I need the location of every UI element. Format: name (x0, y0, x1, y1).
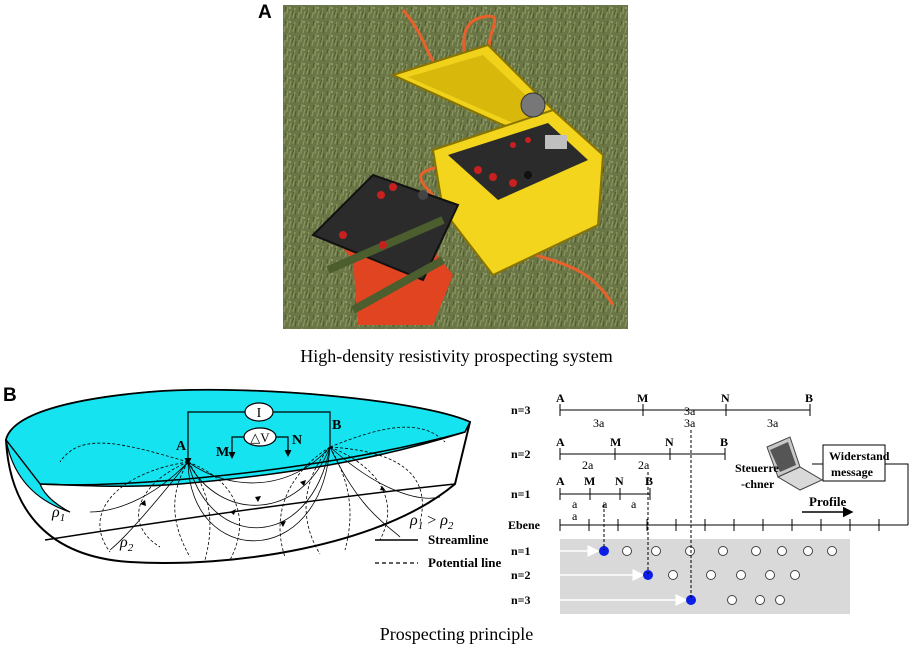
prospecting-diagram: I △V A M N B ρ1 ρ2 ρ1 > ρ2 Streamline Po… (0, 372, 913, 622)
electrode-arrangement: n=3 A M N B 3a 3a 3a n=2 A M N B 2a 2a n… (508, 391, 909, 614)
level-n2-label: n=2 (511, 568, 531, 582)
pending-point (718, 546, 728, 556)
n3-electrode-a: A (556, 391, 565, 405)
measured-point (599, 546, 609, 556)
computer-label-1: Steuerre (735, 461, 779, 475)
pending-point (765, 570, 775, 580)
laptop-icon (766, 436, 824, 491)
prospecting-diagram-svg: I △V A M N B ρ1 ρ2 ρ1 > ρ2 Streamline Po… (4, 388, 909, 614)
pending-point (727, 595, 737, 605)
n3-spacing-3: 3a (767, 416, 779, 430)
electrode-m-label: M (216, 445, 229, 460)
front-face (5, 439, 71, 513)
n1-electrode-n: N (615, 474, 624, 488)
n2-electrode-b: B (720, 435, 728, 449)
computer-label-2: -chner (741, 477, 775, 491)
earth-section: I △V A M N B ρ1 ρ2 (4, 388, 472, 564)
pending-point (777, 546, 787, 556)
streamline-legend-label: Streamline (428, 532, 489, 547)
n2-spacing-1: 2a (582, 458, 594, 472)
current-label: I (257, 406, 262, 421)
pending-point (668, 570, 678, 580)
widerstand-line-2: message (831, 465, 874, 479)
pending-point (803, 546, 813, 556)
pending-point (736, 570, 746, 580)
pending-point (651, 546, 661, 556)
n2-spacing-2: 2a (638, 458, 650, 472)
pending-point (622, 546, 632, 556)
pending-point (827, 546, 837, 556)
connector-knob (520, 92, 546, 118)
n3-spacing-1: 3a (593, 416, 605, 430)
voltage-label: △V (250, 430, 270, 445)
layer-boundary (44, 483, 456, 541)
pending-point (706, 570, 716, 580)
pending-point (751, 546, 761, 556)
current-meter (244, 402, 274, 422)
n3-spacing-2: 3a (684, 416, 696, 430)
electrode-a-label: A (176, 439, 187, 454)
n3-electrode-n: N (721, 391, 730, 405)
n3-electrode-b: B (805, 391, 813, 405)
equipment-photo-illustration (283, 5, 628, 329)
drop-lines (603, 430, 692, 599)
n1-spacing-1: a (572, 497, 578, 511)
level-n3-label: n=3 (511, 593, 531, 607)
n3-midpoint-spacing: 3a (684, 404, 696, 418)
n1-electrode-m: M (584, 474, 595, 488)
equipment-photo (283, 5, 628, 329)
pending-point (755, 595, 765, 605)
ebene-spacing: a (572, 509, 578, 523)
n2-electrode-n: N (665, 435, 674, 449)
n1-electrode-b: B (645, 474, 653, 488)
voltage-meter (243, 427, 277, 447)
row-n2-label: n=2 (511, 447, 531, 461)
electrode-b-label: B (332, 418, 341, 433)
rho2-label: ρ2 (119, 534, 134, 554)
row-n3-label: n=3 (511, 403, 531, 417)
battery-lid (311, 173, 460, 282)
electrode-n-label: N (292, 433, 302, 448)
widerstand-line-1: Widerstand (829, 449, 890, 463)
panel-b-letter: B (3, 385, 17, 406)
row-n1-label: n=1 (511, 487, 531, 501)
pending-point (775, 595, 785, 605)
ebene-label: Ebene (508, 518, 541, 532)
panel-a-caption: High-density resistivity prospecting sys… (300, 346, 613, 366)
pending-point (685, 546, 695, 556)
widerstand-box (822, 444, 886, 482)
measured-point (643, 570, 653, 580)
profile-label: Profile (809, 494, 847, 509)
n1-spacing-2: a (602, 497, 608, 511)
ground-surface (5, 389, 472, 487)
n3-electrode-m: M (637, 391, 648, 405)
streamlines (89, 446, 441, 551)
potential-legend-label: Potential line (428, 555, 502, 570)
level-n1-label: n=1 (511, 544, 531, 558)
n1-electrode-a: A (556, 474, 565, 488)
rho1-label: ρ1 (51, 504, 65, 524)
panel-b-caption: Prospecting principle (379, 624, 534, 644)
n2-electrode-m: M (610, 435, 621, 449)
n2-electrode-a: A (556, 435, 565, 449)
pending-point (790, 570, 800, 580)
n1-spacing-3: a (631, 497, 637, 511)
resistivity-relation: ρ1 > ρ2 (409, 512, 454, 532)
panel-a-letter: A (258, 2, 272, 23)
